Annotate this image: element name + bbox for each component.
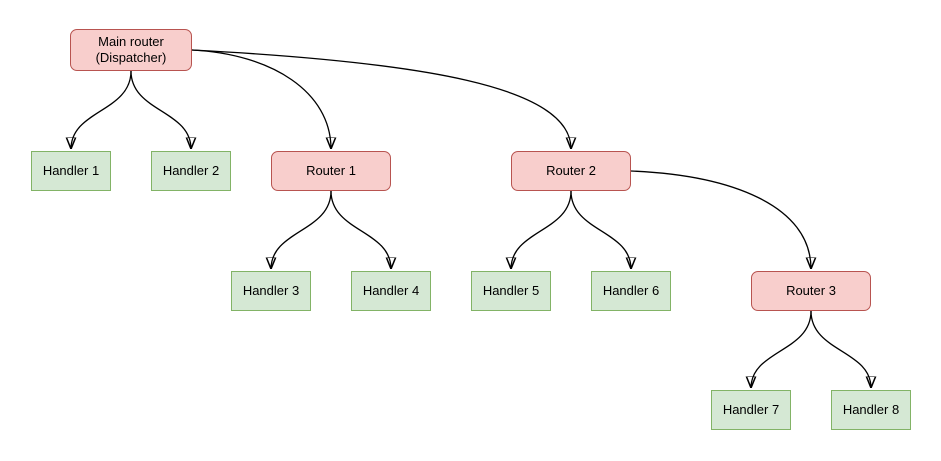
edge-main-router-to-router-1: [191, 49, 331, 149]
node-handler-4: Handler 4: [351, 271, 431, 311]
edge-router-1-to-handler-3: [271, 190, 332, 269]
node-router-1: Router 1: [271, 151, 391, 191]
node-handler-8: Handler 8: [831, 390, 911, 430]
edge-main-router-to-handler-1: [71, 70, 132, 149]
node-handler-1: Handler 1: [31, 151, 111, 191]
edge-main-router-to-router-2: [191, 49, 571, 149]
edge-router-1-to-handler-4: [330, 190, 391, 269]
edge-router-2-to-router-3: [630, 170, 811, 269]
edge-router-2-to-handler-6: [570, 190, 631, 269]
node-router-2: Router 2: [511, 151, 631, 191]
node-handler-6: Handler 6: [591, 271, 671, 311]
edge-main-router-to-handler-2: [130, 70, 191, 149]
edge-router-3-to-handler-7: [751, 310, 812, 388]
node-handler-5: Handler 5: [471, 271, 551, 311]
edge-router-3-to-handler-8: [810, 310, 871, 388]
node-handler-2: Handler 2: [151, 151, 231, 191]
node-handler-3: Handler 3: [231, 271, 311, 311]
node-router-3: Router 3: [751, 271, 871, 311]
node-main-router: Main router (Dispatcher): [70, 29, 192, 71]
edge-router-2-to-handler-5: [511, 190, 572, 269]
node-handler-7: Handler 7: [711, 390, 791, 430]
